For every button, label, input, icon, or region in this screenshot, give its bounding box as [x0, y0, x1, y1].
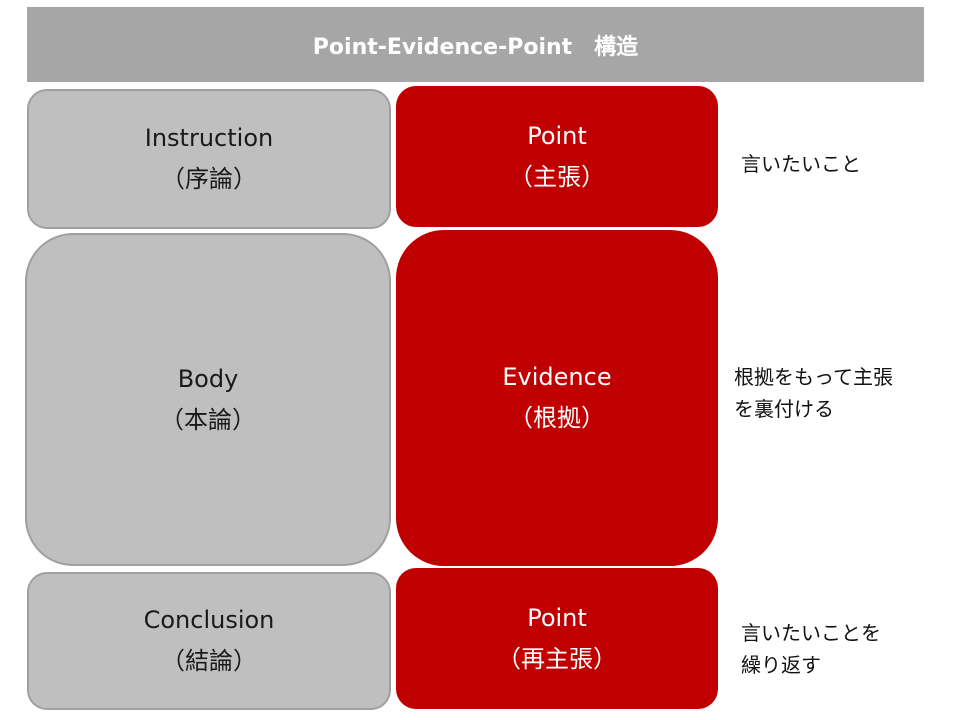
- point-note-line1: 言いたいこと: [741, 152, 861, 176]
- instruction-sublabel: （序論）: [161, 165, 257, 193]
- point-box: Point （主張）: [396, 86, 718, 227]
- restated-point-box: Point （再主張）: [396, 568, 718, 709]
- evidence-note-line2: を裏付ける: [734, 397, 834, 421]
- point-note: 言いたいこと: [741, 148, 861, 180]
- body-sublabel: （本論）: [160, 405, 256, 434]
- evidence-sublabel: （根拠）: [509, 404, 605, 432]
- evidence-label: Evidence: [502, 363, 612, 391]
- restated-point-note: 言いたいことを 繰り返す: [741, 617, 881, 681]
- body-label: Body: [177, 364, 239, 393]
- evidence-note-line1: 根拠をもって主張: [734, 365, 893, 389]
- evidence-box: Evidence （根拠）: [396, 230, 718, 566]
- diagram-title: Point-Evidence-Point 構造: [27, 7, 924, 82]
- point-sublabel: （主張）: [509, 162, 605, 191]
- restated-point-note-line2: 繰り返す: [741, 653, 821, 677]
- conclusion-sublabel: （結論）: [161, 647, 257, 675]
- conclusion-box: Conclusion （結論）: [27, 572, 391, 710]
- evidence-note: 根拠をもって主張 を裏付ける: [734, 361, 893, 425]
- point-label: Point: [527, 121, 587, 150]
- restated-point-sublabel: （再主張）: [497, 644, 617, 673]
- instruction-box: Instruction （序論）: [27, 89, 391, 229]
- conclusion-label: Conclusion: [143, 606, 275, 634]
- diagram-title-text: Point-Evidence-Point 構造: [312, 34, 639, 60]
- restated-point-note-line1: 言いたいことを: [741, 621, 881, 645]
- restated-point-label: Point: [527, 603, 587, 632]
- body-box: Body （本論）: [25, 233, 391, 566]
- instruction-label: Instruction: [144, 124, 274, 152]
